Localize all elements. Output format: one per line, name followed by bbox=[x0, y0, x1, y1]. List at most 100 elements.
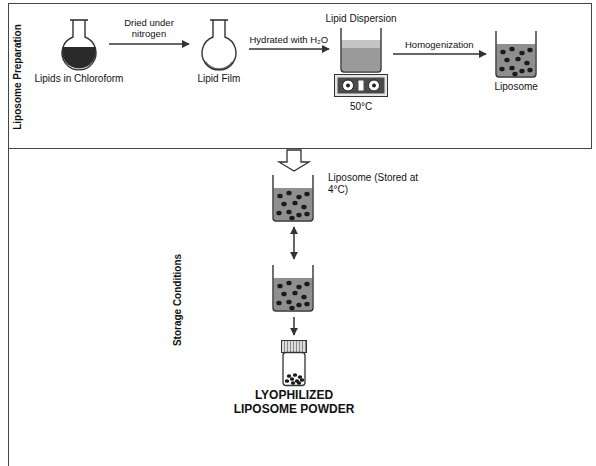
cap-ridge bbox=[293, 341, 294, 352]
vial-illustration bbox=[278, 340, 310, 386]
hot-plate-panel bbox=[338, 78, 385, 94]
edge-label: Hydrated with H₂O bbox=[249, 34, 330, 45]
equipment-node: Lipid Film bbox=[194, 18, 244, 70]
cap-ridge bbox=[299, 341, 300, 352]
node-label: Liposome (Stored at 4°C) bbox=[328, 172, 420, 196]
liposome-dot bbox=[304, 302, 309, 307]
liposome-dot bbox=[292, 291, 297, 296]
liposome-dot bbox=[500, 50, 505, 55]
liposome-dot bbox=[298, 375, 302, 379]
arrow-connector bbox=[109, 43, 189, 45]
liposome-dot bbox=[301, 295, 306, 300]
arrow-connector bbox=[393, 53, 486, 55]
liposome-dot bbox=[296, 285, 301, 290]
round-flask bbox=[62, 20, 96, 70]
section-title: Storage Conditions bbox=[172, 254, 184, 346]
arrow-connector bbox=[293, 227, 295, 259]
lipid-film bbox=[205, 62, 233, 69]
node-label: Lipid Dispersion bbox=[326, 13, 397, 25]
liposome-dot bbox=[291, 381, 295, 385]
liposome-dot bbox=[304, 282, 309, 287]
node-label: Liposome bbox=[495, 81, 538, 93]
beaker-illustration bbox=[268, 174, 320, 222]
liquid-surface bbox=[342, 40, 381, 48]
node-label: 50°C bbox=[350, 101, 372, 113]
liposome-dot bbox=[296, 303, 301, 308]
knob bbox=[369, 80, 380, 91]
equipment-node: Liposome (Stored at 4°C) bbox=[268, 174, 320, 222]
edge-label: Homogenization bbox=[404, 39, 475, 50]
liposome-dot bbox=[292, 201, 297, 206]
vial-body bbox=[283, 353, 305, 386]
liposome-dot bbox=[509, 47, 514, 52]
liposome-dot bbox=[301, 205, 306, 210]
flask-lip bbox=[70, 19, 88, 21]
liquid bbox=[274, 188, 313, 221]
liposome-dot bbox=[285, 379, 289, 383]
section-panel: Liposome Preparation Lipids in Chloroform… bbox=[8, 3, 592, 149]
knob bbox=[343, 80, 354, 91]
liposome-dot bbox=[293, 373, 297, 377]
liposome-dot bbox=[276, 211, 281, 216]
liposome-dot bbox=[289, 306, 294, 311]
node-label: Lipid Film bbox=[198, 73, 241, 85]
liposome-dot bbox=[527, 48, 532, 53]
liposome-dot bbox=[290, 377, 294, 381]
beaker bbox=[341, 28, 381, 72]
liposome-dot bbox=[304, 192, 309, 197]
beaker-illustration bbox=[491, 30, 541, 78]
liposome-dot bbox=[296, 213, 301, 218]
liposome-dot bbox=[509, 66, 514, 71]
equipment-node: LYOPHILIZED LIPOSOME POWDER bbox=[278, 340, 310, 386]
liposome-dot bbox=[281, 292, 286, 297]
cap-ridge bbox=[302, 341, 303, 352]
knob-center bbox=[372, 84, 376, 88]
flask-lip bbox=[210, 19, 228, 21]
liposome-dot bbox=[286, 191, 291, 196]
liposome-dot bbox=[277, 194, 282, 199]
section-title: Liposome Preparation bbox=[12, 24, 24, 130]
liquid bbox=[274, 278, 313, 311]
cap-ridge bbox=[296, 341, 297, 352]
liposome-dot bbox=[281, 202, 286, 207]
flask1-illustration bbox=[54, 18, 104, 70]
liposome-dot bbox=[519, 51, 524, 56]
hollow-arrow bbox=[279, 150, 309, 171]
edge-label: Dried under nitrogen bbox=[106, 17, 192, 40]
beaker-illustration bbox=[268, 264, 320, 312]
liposome-dot bbox=[276, 301, 281, 306]
beaker bbox=[273, 175, 313, 221]
lipid-dispersion-liquid bbox=[342, 40, 381, 71]
display bbox=[359, 81, 364, 91]
beaker bbox=[496, 31, 536, 77]
equipment-node: Liposome bbox=[491, 30, 541, 78]
liposome-dot bbox=[527, 68, 532, 73]
plate-illustration bbox=[334, 28, 388, 98]
frame-line bbox=[8, 149, 9, 466]
liposome-dot bbox=[277, 284, 282, 289]
hot-plate bbox=[335, 75, 388, 97]
liposome-dot bbox=[297, 381, 301, 385]
cap-ridge bbox=[284, 341, 285, 352]
liposome-dot bbox=[289, 216, 294, 221]
liposome-dot bbox=[504, 58, 509, 63]
knob-center bbox=[346, 84, 350, 88]
equipment-node bbox=[268, 264, 320, 312]
liposome-dot bbox=[524, 61, 529, 66]
flask2-illustration bbox=[194, 18, 244, 70]
liposome-dot bbox=[512, 72, 517, 77]
liposome-dot bbox=[519, 69, 524, 74]
liposome-dot bbox=[286, 281, 291, 286]
liposome-dot bbox=[499, 67, 504, 72]
liposome-dot bbox=[287, 374, 291, 378]
node-label: Lipids in Chloroform bbox=[35, 73, 124, 85]
round-flask bbox=[202, 20, 236, 70]
node-label: LYOPHILIZED LIPOSOME POWDER bbox=[229, 389, 359, 417]
cap-ridge bbox=[290, 341, 291, 352]
arrow-connector bbox=[249, 48, 329, 50]
liposome-dot bbox=[286, 210, 291, 215]
liquid bbox=[497, 44, 536, 77]
cap-ridge bbox=[287, 341, 288, 352]
liposome-dot bbox=[304, 212, 309, 217]
